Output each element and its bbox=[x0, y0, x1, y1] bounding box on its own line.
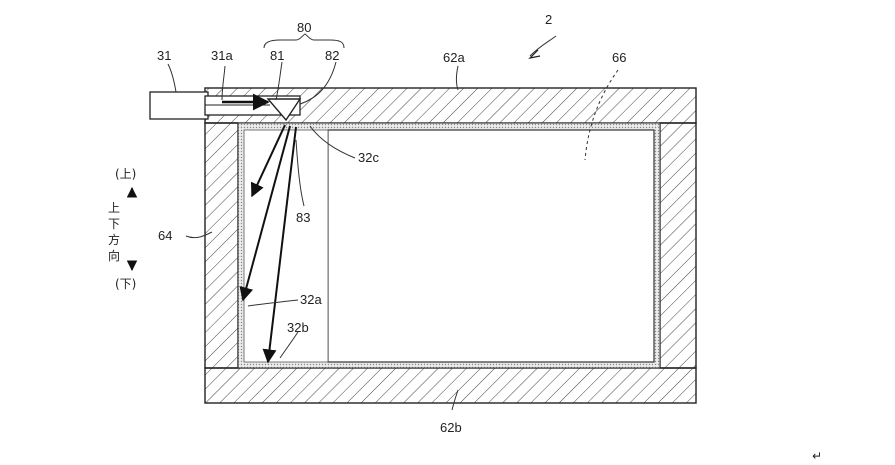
label-80: 80 bbox=[297, 20, 311, 35]
fig-arrow-head bbox=[528, 49, 541, 59]
label-fig-number: 2 bbox=[545, 12, 552, 27]
label-32b: 32b bbox=[287, 320, 309, 335]
bottom-wall-62b bbox=[204, 367, 697, 404]
cavity-66 bbox=[327, 129, 655, 363]
direction-down-label: (下) bbox=[115, 277, 136, 291]
deflector-81 bbox=[266, 98, 302, 122]
label-32a: 32a bbox=[300, 292, 322, 307]
label-83: 83 bbox=[296, 210, 310, 225]
label-62a: 62a bbox=[443, 50, 465, 65]
spray-arrows bbox=[239, 124, 297, 364]
direction-char-1: 上 bbox=[108, 201, 120, 215]
label-32c: 32c bbox=[358, 150, 379, 165]
inner-strip bbox=[243, 129, 329, 363]
label-82: 82 bbox=[325, 48, 339, 63]
corner-mark: ↵ bbox=[812, 449, 822, 463]
direction-up-label: (上) bbox=[115, 167, 136, 181]
label-31: 31 bbox=[157, 48, 171, 63]
left-wall-64 bbox=[204, 122, 239, 369]
label-62b: 62b bbox=[440, 420, 462, 435]
leader-lines bbox=[167, 33, 619, 411]
right-wall bbox=[659, 122, 697, 369]
label-81: 81 bbox=[270, 48, 284, 63]
label-31a: 31a bbox=[211, 48, 233, 63]
direction-char-2: 下 bbox=[108, 217, 120, 231]
direction-char-4: 向 bbox=[108, 248, 120, 263]
direction-char-3: 方 bbox=[108, 232, 120, 247]
label-66: 66 bbox=[612, 50, 626, 65]
label-64: 64 bbox=[158, 228, 172, 243]
